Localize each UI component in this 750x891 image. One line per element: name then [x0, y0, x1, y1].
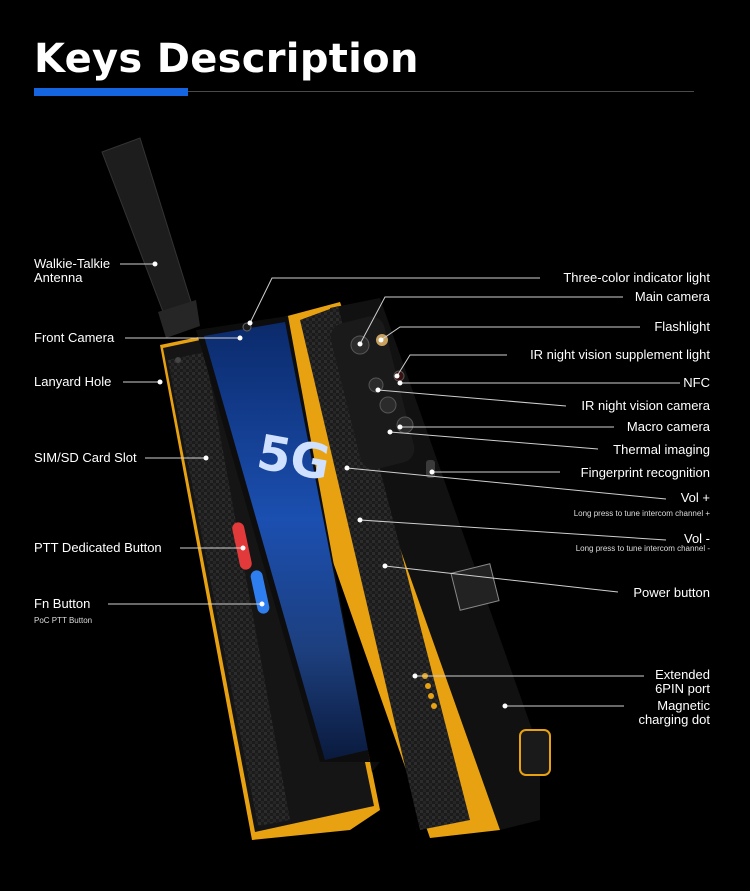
label-macro-camera: Macro camera — [626, 419, 710, 434]
label-6pin-port: Extended 6PIN port — [655, 667, 710, 696]
label-vol-up: Vol + — [680, 490, 710, 505]
label-sim-slot: SIM/SD Card Slot — [34, 450, 137, 465]
label-front-camera: Front Camera — [34, 330, 115, 345]
label-lanyard-hole: Lanyard Hole — [34, 374, 112, 389]
leader-lines-right — [249, 277, 680, 707]
label-fingerprint: Fingerprint recognition — [580, 465, 710, 480]
title-accent-bar — [34, 88, 188, 96]
label-vol-up-sub: Long press to tune intercom channel + — [573, 509, 710, 518]
label-magnetic-dot: Magnetic charging dot — [638, 698, 710, 727]
label-fn-button: Fn Button — [34, 596, 91, 611]
label-flashlight: Flashlight — [654, 319, 710, 334]
label-ptt-button: PTT Dedicated Button — [34, 540, 162, 555]
screen-5g-badge: 5G — [253, 424, 334, 492]
label-thermal: Thermal imaging — [613, 442, 710, 457]
label-vol-down-sub: Long press to tune intercom channel - — [575, 544, 710, 553]
label-nfc: NFC — [683, 375, 710, 390]
label-vol-down: Vol - — [683, 531, 710, 546]
label-main-camera: Main camera — [634, 289, 710, 304]
front-phone: 5G — [160, 316, 380, 840]
leader-dots-right — [247, 320, 508, 709]
label-indicator-light: Three-color indicator light — [563, 270, 710, 285]
label-fn-sub: PoC PTT Button — [34, 616, 93, 625]
label-ir-light: IR night vision supplement light — [530, 347, 710, 362]
leader-dots-left — [152, 261, 265, 607]
label-power-button: Power button — [633, 585, 710, 600]
page-title: Keys Description — [34, 36, 419, 82]
label-ir-camera: IR night vision camera — [581, 398, 710, 413]
antenna — [101, 137, 200, 338]
title-divider — [188, 91, 694, 92]
label-antenna: Walkie-Talkie Antenna — [34, 256, 111, 285]
leader-lines-left — [108, 263, 262, 605]
